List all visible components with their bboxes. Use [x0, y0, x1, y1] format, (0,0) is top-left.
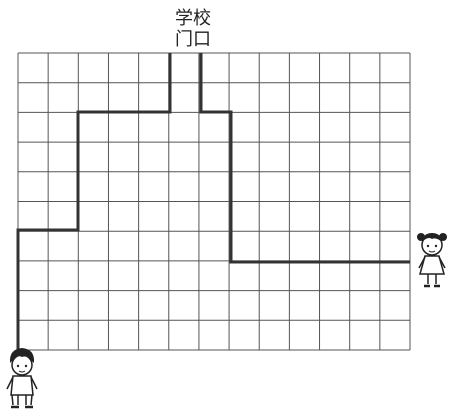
girl-figure-icon	[417, 233, 447, 288]
left-route-path	[16, 53, 172, 350]
right-route-path	[199, 53, 410, 264]
school-gate-label-line2: 门口	[175, 29, 211, 50]
school-gate-label-line1: 学校	[175, 8, 211, 29]
boy-figure-icon	[6, 348, 38, 409]
